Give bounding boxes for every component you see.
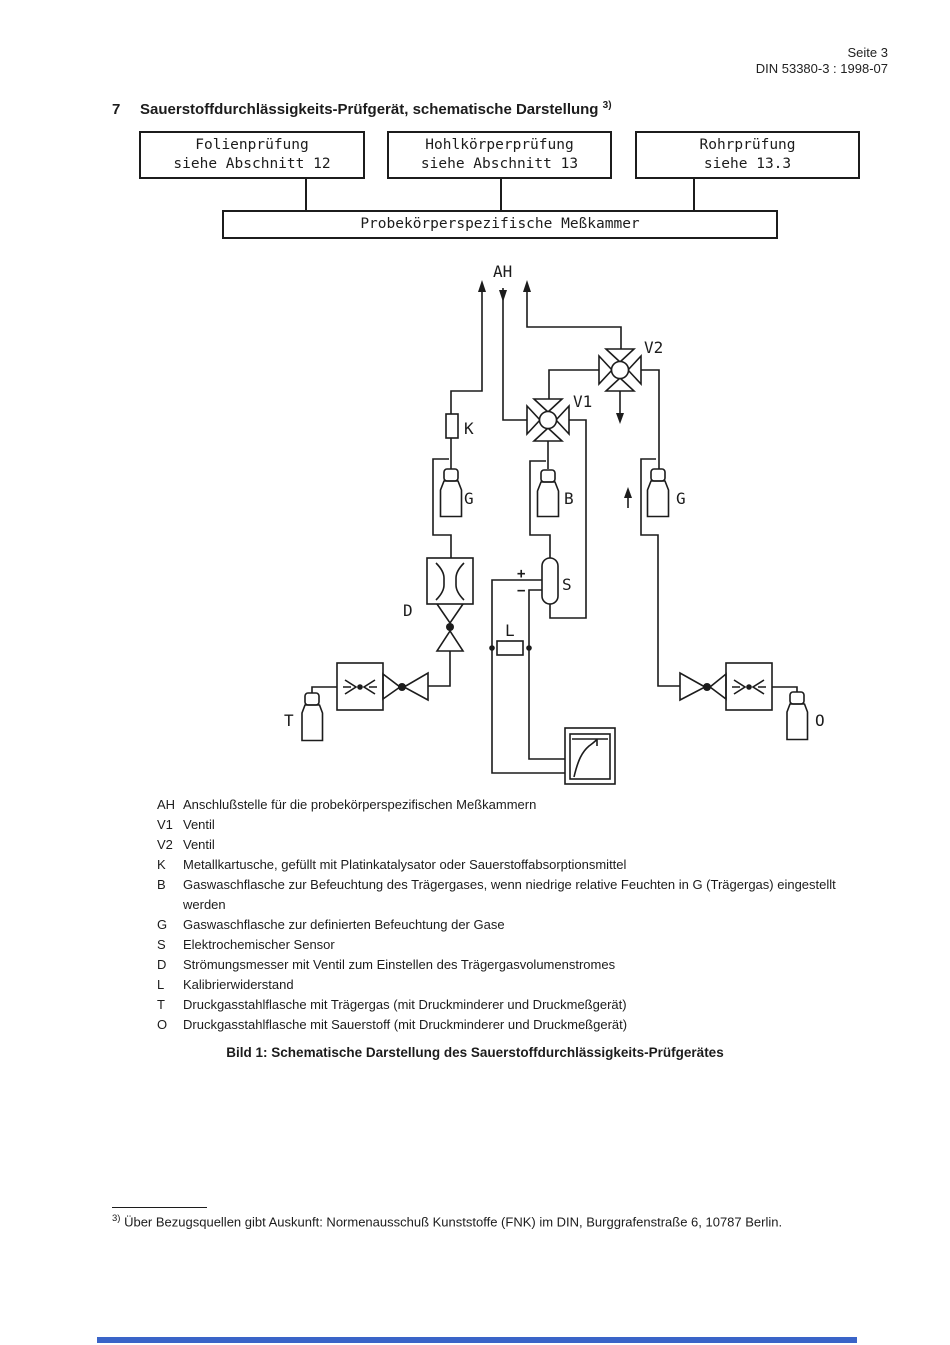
arrow-up-icon (478, 280, 486, 292)
flowchart-box-messkammer: Probekörperspezifische Meßkammer (222, 210, 778, 239)
pressure-reducer-t (336, 662, 384, 711)
pipe-reducer-to-o (772, 686, 798, 692)
bottle-t (301, 692, 324, 742)
pipe-v2-to-g-right (641, 369, 660, 469)
footnote-marker: 3) (112, 1213, 121, 1224)
wire-minus (528, 589, 565, 760)
box-line2: siehe 13.3 (703, 156, 792, 172)
bottle-g-left (439, 468, 463, 518)
arrow-up-icon (523, 280, 531, 292)
needle-valve-d (435, 603, 465, 652)
ah-line-middle (499, 288, 527, 421)
wire-plus (491, 579, 565, 774)
ah-line-left (450, 280, 486, 414)
sensor-s (541, 557, 559, 605)
page-header: Seite 3 DIN 53380-3 : 1998-07 (756, 45, 888, 77)
arrow-up-icon (624, 487, 632, 498)
page-number: Seite 3 (847, 45, 888, 60)
connector-line (500, 179, 502, 210)
box-line1: Probekörperspezifische Meßkammer (360, 216, 640, 232)
label-g-right: G (676, 489, 686, 508)
flowchart-box-rohrpruefung: Rohrprüfung siehe 13.3 (635, 131, 860, 179)
pipe-t-to-reducer (311, 686, 337, 693)
valve-v2 (598, 348, 642, 392)
label-t: T (284, 711, 294, 730)
v2-vent-line (616, 391, 624, 424)
label-b: B (564, 489, 574, 508)
resistor-l (489, 640, 532, 656)
valve-v1 (526, 398, 570, 442)
section-number: 7 (112, 101, 121, 118)
footnote: 3) Über Bezugsquellen gibt Auskunft: Nor… (112, 1213, 872, 1229)
label-l: L (505, 621, 515, 640)
shutoff-valve-o (679, 671, 727, 702)
figure-caption: Bild 1: Schematische Darstellung des Sau… (226, 1045, 724, 1060)
box-line2: siehe Abschnitt 12 (173, 156, 331, 172)
pipe-v1-to-sensor (549, 419, 587, 619)
pipe-g-right-outlet (640, 458, 680, 687)
flowchart-box-folienpruefung: Folienprüfung siehe Abschnitt 12 (139, 131, 365, 179)
label-v1: V1 (573, 392, 592, 411)
label-d: D (403, 601, 413, 620)
flow-direction-arrow (624, 487, 632, 508)
footnote-reference: 3) (602, 100, 612, 111)
arrow-down-icon (616, 413, 624, 424)
pipe-v2-to-v1 (548, 369, 599, 399)
schematic-diagram: AH V2 (284, 262, 825, 785)
pressure-reducer-o (725, 662, 773, 711)
pipe-b-outlet (529, 460, 551, 558)
label-s: S (562, 575, 572, 594)
label-g-left: G (464, 489, 474, 508)
section-title-text: Sauerstoffdurchlässigkeits-Prüfgerät, sc… (140, 101, 599, 118)
connector-line (693, 179, 695, 210)
box-line1: Folienprüfung (195, 137, 309, 153)
bottle-b (536, 469, 560, 518)
label-v2: V2 (644, 338, 663, 357)
standard-number: DIN 53380-3 : 1998-07 (755, 61, 888, 76)
flowmeter-d (426, 557, 474, 605)
bottom-blue-bar (97, 1337, 857, 1343)
box-line2: siehe Abschnitt 13 (420, 156, 579, 172)
label-k: K (464, 419, 474, 438)
footnote-rule (112, 1207, 207, 1208)
shutoff-valve-t (382, 671, 429, 702)
ah-line-right (523, 280, 622, 349)
recorder-trace (573, 738, 598, 778)
box-line1: Rohrprüfung (699, 137, 796, 153)
flowchart-box-hohlkoerperpruefung: Hohlkörperprüfung siehe Abschnitt 13 (387, 131, 612, 179)
pipe-g-left-outlet (432, 458, 452, 558)
label-minus: − (517, 583, 525, 599)
label-ah: AH (493, 262, 512, 281)
cartridge-k (445, 413, 459, 439)
label-plus: + (517, 566, 525, 582)
bottle-g-right (646, 468, 670, 518)
label-o: O (815, 711, 825, 730)
pipe-d-to-t-valve (428, 651, 451, 687)
footnote-text: Über Bezugsquellen gibt Auskunft: Normen… (124, 1214, 783, 1230)
recorder (564, 727, 616, 785)
arrow-down-icon (499, 290, 507, 302)
bottle-o (786, 691, 809, 741)
box-line1: Hohlkörperprüfung (425, 137, 574, 153)
section-title: 7 Sauerstoffdurchlässigkeits-Prüfgerät, s… (112, 100, 612, 118)
connector-line (305, 179, 307, 210)
